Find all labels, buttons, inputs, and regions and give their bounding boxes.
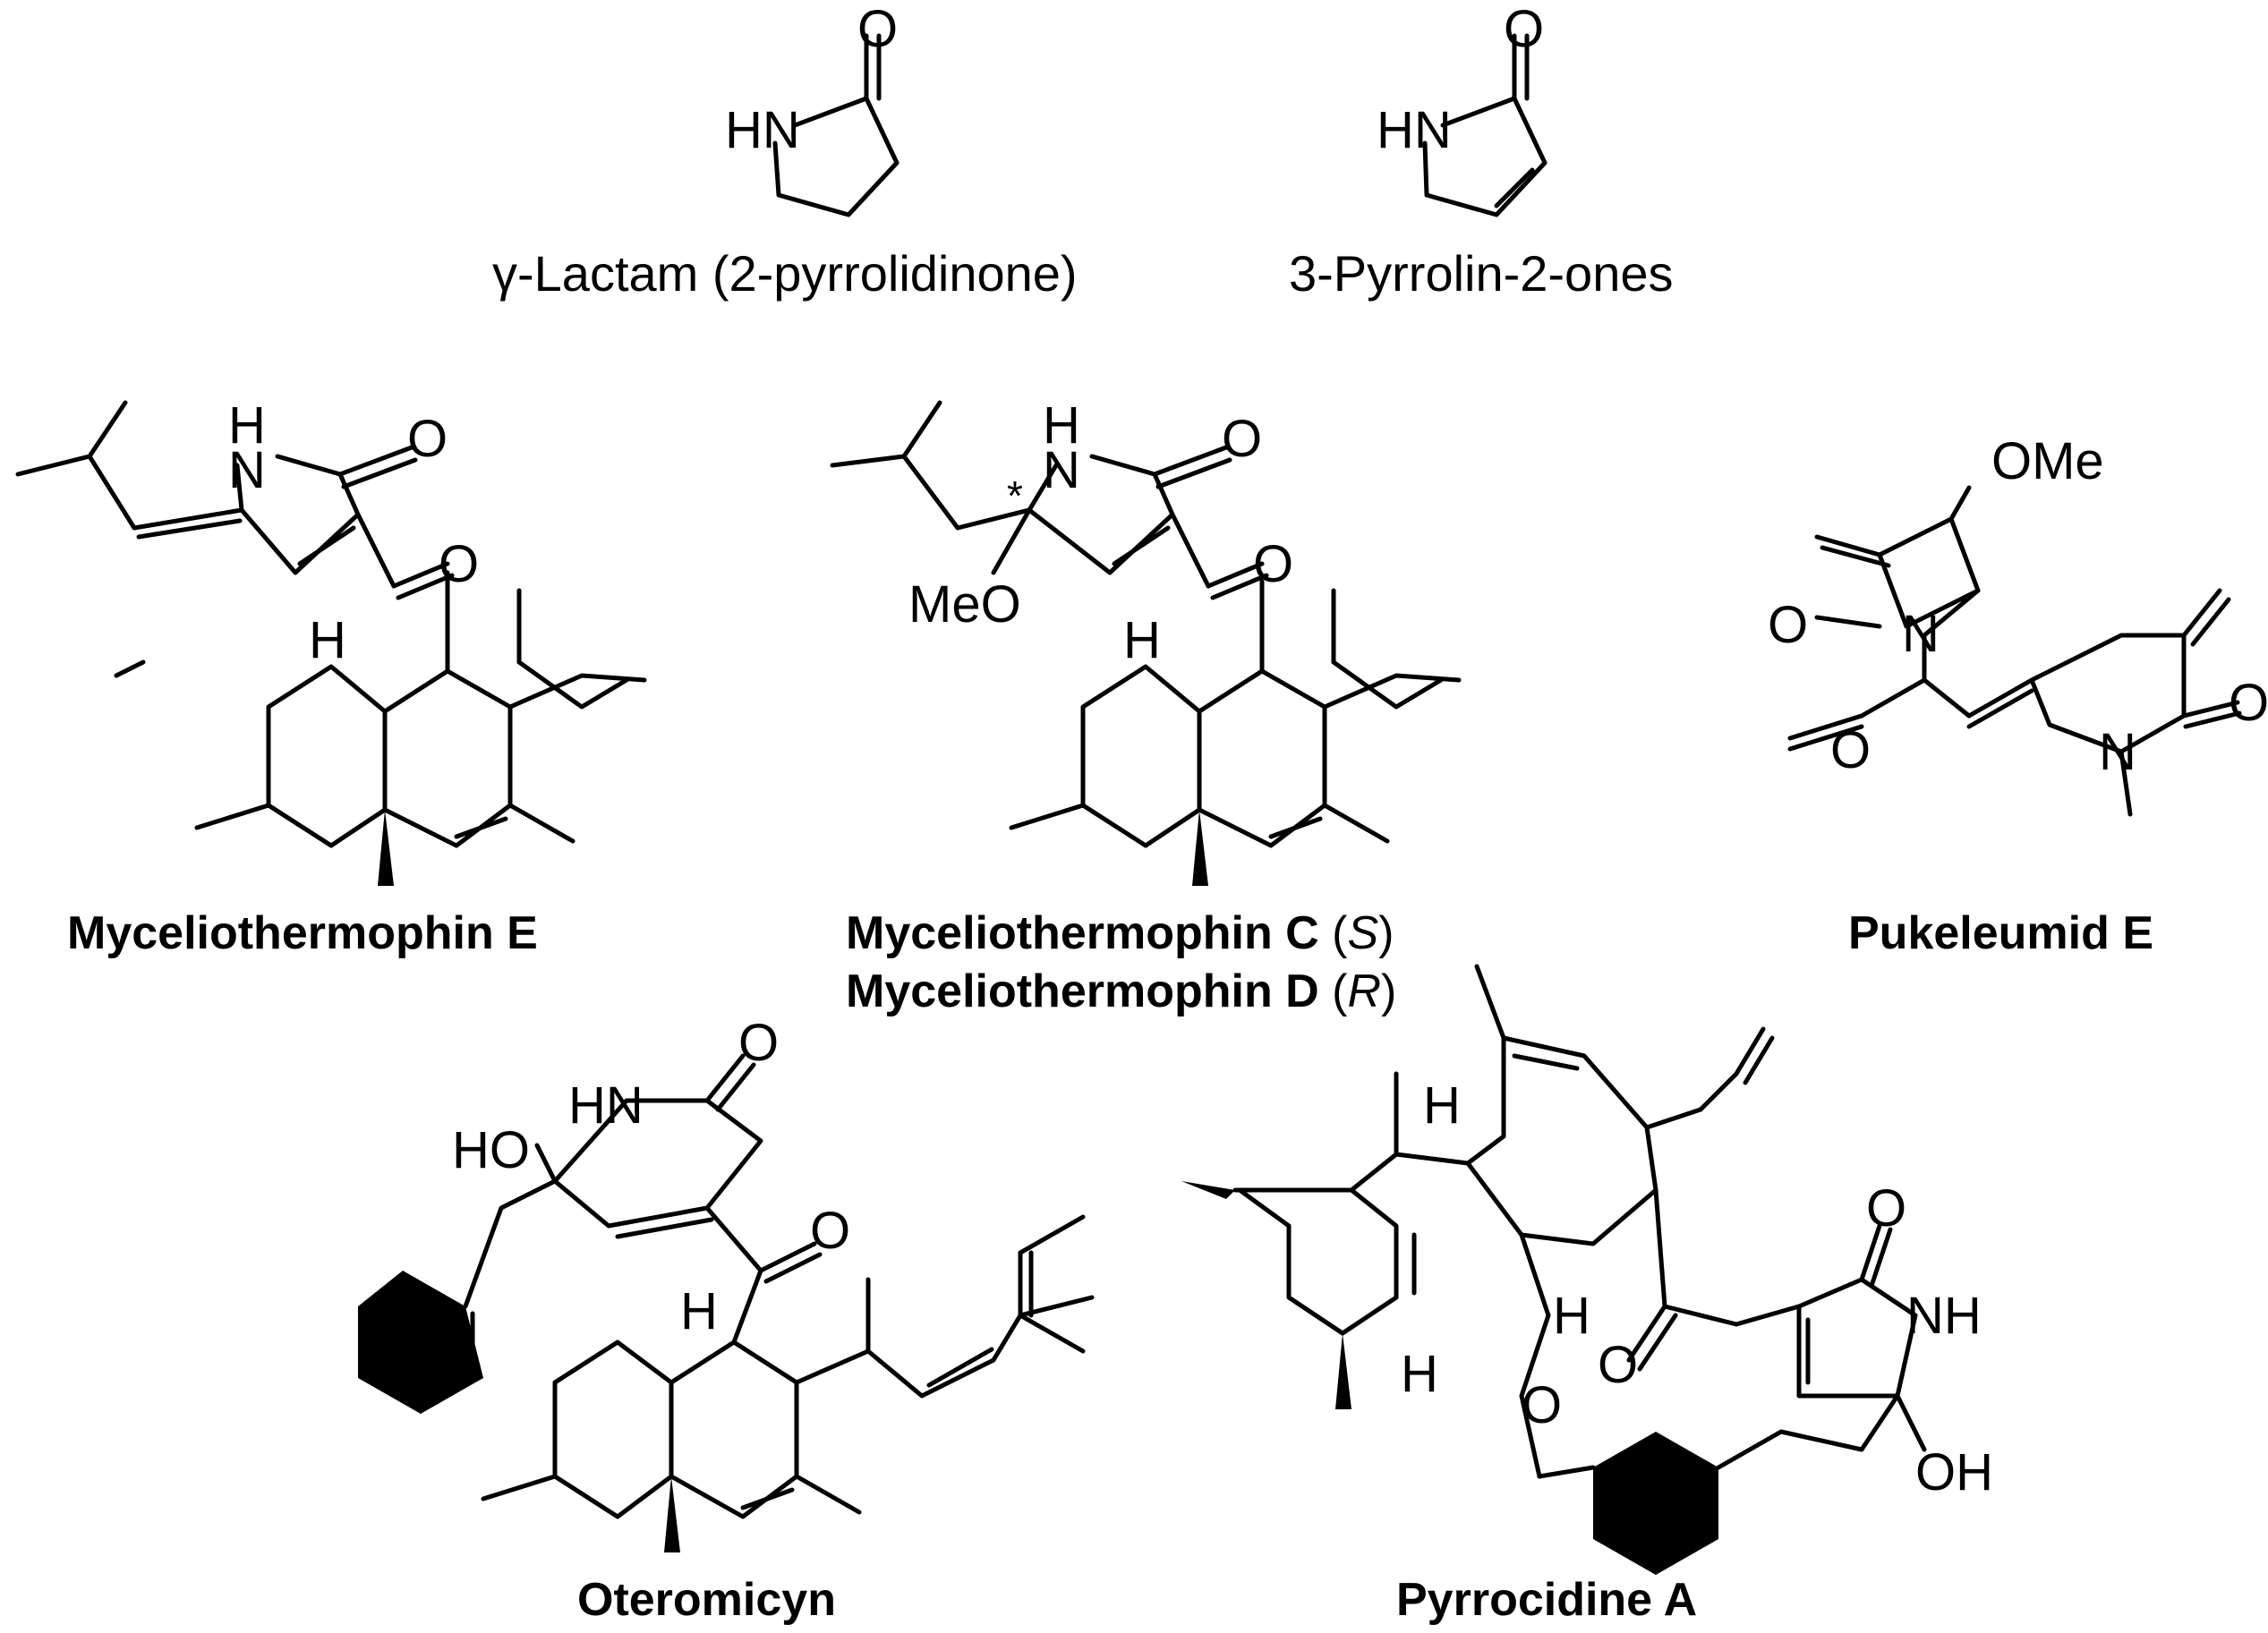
myc-e-h-n: H: [228, 396, 266, 455]
pyrrolinone-o-label: O: [1504, 0, 1544, 58]
myc-cd-h-ring: H: [1123, 611, 1161, 669]
myc-e-o2: O: [439, 535, 479, 593]
myceliothermophin-c-name: Myceliothermophin C (S): [846, 907, 1394, 959]
pyrrocidine-h2: H: [1553, 1287, 1590, 1345]
gamma-lactam-caption: γ-Lactam (2-pyrrolidinone): [492, 245, 1078, 302]
myc-cd-o1: O: [1222, 410, 1262, 468]
oteromicyn-structure: HO HN O O H Oteromicyn: [358, 1014, 1095, 1626]
pyrrocidine-h1: H: [1423, 1076, 1461, 1135]
myc-cd-n: N: [1043, 441, 1080, 499]
lactam-o-label: O: [857, 0, 898, 58]
myc-cd-meo: MeO: [908, 575, 1021, 634]
pyrrocidine-h3: H: [1401, 1345, 1438, 1403]
oteromicyn-ho: HO: [452, 1121, 530, 1179]
pukeleumid-n2: N: [2099, 723, 2136, 781]
myc-e-o1: O: [407, 410, 448, 468]
pyrrolinone-structure: HN O 3-Pyrrolin-2-ones: [1289, 0, 1674, 302]
pyrrocidine-a-structure: H H H O O NH OH O Pyrrocidine A: [1181, 964, 1993, 1626]
myc-e-n: N: [228, 441, 266, 499]
pukeleumid-ome: OMe: [1991, 432, 2104, 490]
pyrrocidine-o-ketone: O: [1598, 1336, 1638, 1394]
pyrrocidine-nh: NH: [1906, 1287, 1982, 1345]
myc-e-h-ring: H: [309, 611, 346, 669]
pyrrocidine-o-ether: O: [1522, 1376, 1562, 1434]
oteromicyn-o2: O: [810, 1202, 850, 1260]
myc-cd-star: *: [1007, 472, 1023, 519]
pukeleumid-o3: O: [2229, 674, 2268, 732]
pukeleumid-e-structure: OMe O N O N O Pukeleumid E: [1768, 432, 2268, 959]
oteromicyn-o1: O: [738, 1014, 779, 1072]
pukeleumid-o1: O: [1768, 596, 1808, 654]
pukeleumid-o2: O: [1830, 721, 1871, 779]
pukeleumid-e-name: Pukeleumid E: [1848, 907, 2153, 959]
myceliothermophin-e-name: Myceliothermophin E: [67, 907, 538, 959]
pyrrolinone-nh-label: HN: [1377, 101, 1452, 159]
gamma-lactam-structure: HN O γ-Lactam (2-pyrrolidinone): [492, 0, 1078, 302]
lactam-nh-label: HN: [725, 101, 800, 159]
pukeleumid-n1: N: [1902, 605, 1940, 663]
oteromicyn-hn: HN: [568, 1076, 644, 1135]
myceliothermophin-d-name: Myceliothermophin D (R): [846, 965, 1396, 1017]
myceliothermophin-e-structure: H N O O H Myceliothermophin E: [15, 396, 647, 959]
myc-cd-h-n: H: [1043, 396, 1080, 455]
myc-cd-o2: O: [1253, 535, 1293, 593]
pyrrocidine-oh: OH: [1915, 1443, 1993, 1501]
oteromicyn-h-ring: H: [680, 1282, 718, 1340]
pyrrocidine-o-lactam: O: [1866, 1179, 1906, 1238]
pyrrocidine-a-name: Pyrrocidine A: [1396, 1574, 1697, 1626]
pyrrolinone-caption: 3-Pyrrolin-2-ones: [1289, 245, 1674, 302]
oteromicyn-name: Oteromicyn: [577, 1574, 836, 1626]
myceliothermophin-cd-structure: H N O O MeO * H Myceliothermophin C (S) …: [830, 396, 1462, 1017]
